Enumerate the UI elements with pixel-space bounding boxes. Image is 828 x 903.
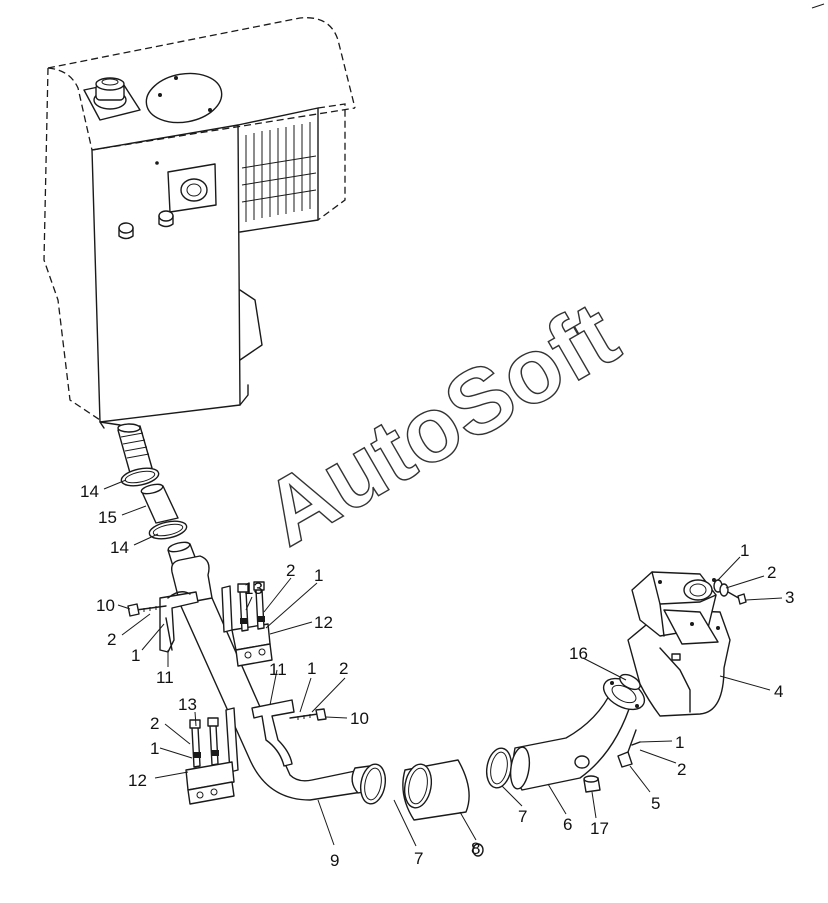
callout-16: 16 [569, 644, 588, 663]
callout-2-upper: 2 [286, 561, 295, 580]
bracket-11-left [127, 591, 199, 653]
bolt-set-3 [713, 579, 747, 605]
callout-2-lower: 2 [150, 714, 159, 733]
callout-12-lower: 12 [128, 771, 147, 790]
callout-9: 9 [330, 851, 339, 870]
callout-14-lower: 14 [110, 538, 129, 557]
bracket-11-right [251, 699, 327, 767]
callout-12-upper: 12 [314, 613, 333, 632]
callout-3: 3 [785, 588, 794, 607]
hydraulic-tank [43, 17, 356, 433]
callout-2-pump: 2 [677, 760, 686, 779]
pump [627, 571, 731, 717]
callout-2-middle: 2 [339, 659, 348, 678]
sight-gauge [155, 161, 217, 213]
callout-15: 15 [98, 508, 117, 527]
inspection-cover [145, 72, 223, 124]
callout-1-upper: 1 [314, 566, 323, 585]
louver-slots [241, 122, 317, 222]
callout-labels: 14 15 14 10 2 1 11 13 2 1 12 11 1 2 10 1… [80, 482, 794, 870]
callout-13-lower: 13 [178, 695, 197, 714]
bracket-12-upper [221, 581, 273, 667]
callout-13-upper: 13 [244, 579, 263, 598]
callout-2-left: 2 [107, 630, 116, 649]
corner-mark [811, 3, 825, 9]
callout-1-pump: 1 [675, 733, 684, 752]
callout-10-left: 10 [96, 596, 115, 615]
tank-ports [118, 210, 174, 240]
callout-11-right: 11 [269, 660, 287, 679]
callout-7-left: 7 [414, 849, 423, 868]
callout-17: 17 [590, 819, 609, 838]
watermark: AutoSoft [247, 283, 634, 565]
callout-1-left: 1 [131, 646, 140, 665]
filler-cap [83, 77, 141, 121]
callout-5: 5 [651, 794, 660, 813]
callout-14-upper: 14 [80, 482, 99, 501]
callout-11-left: 11 [156, 668, 174, 687]
callout-8: 8 [471, 839, 480, 858]
callout-6: 6 [563, 815, 572, 834]
leader-lines [103, 479, 783, 847]
callout-2-top-right: 2 [767, 563, 776, 582]
callout-1-top-right: 1 [740, 541, 749, 560]
callout-1-lower: 1 [150, 739, 159, 758]
callout-1-middle: 1 [307, 659, 316, 678]
suction-line [117, 423, 646, 857]
callout-10-right: 10 [350, 709, 369, 728]
callout-7-right: 7 [518, 807, 527, 826]
callout-4: 4 [774, 682, 783, 701]
bracket-12-lower [185, 707, 239, 805]
